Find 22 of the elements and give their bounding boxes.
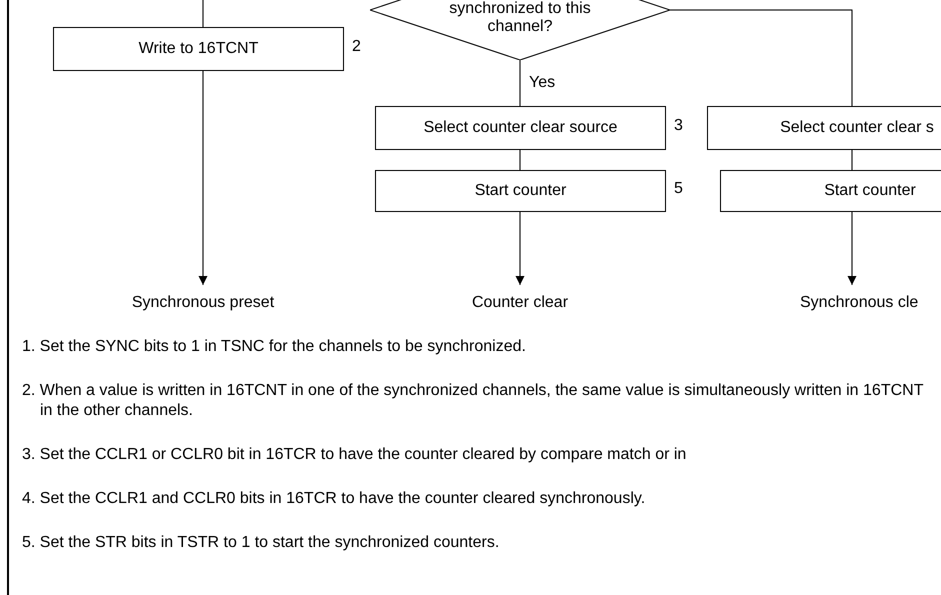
step-number: 2 [352, 39, 361, 55]
arrow [198, 70, 208, 286]
decision-diamond: synchronized to this channel? [370, 0, 670, 60]
arrow [516, 212, 524, 286]
note-text: 3. Set the CCLR1 or CCLR0 bit in 16TCR to have the counter cleared by compare match or in [22, 445, 688, 465]
step-number: 3 [674, 118, 683, 134]
process-box: Start counter [720, 170, 941, 212]
step-number: 5 [674, 181, 683, 197]
arrow [848, 212, 856, 286]
process-box: Write to 16TCNT [53, 27, 344, 71]
terminal-label: Synchronous cle [800, 293, 941, 313]
connector-line [670, 10, 852, 106]
terminal-label: Synchronous preset [113, 293, 293, 313]
note-text: 1. Set the SYNC bits to 1 in TSNC for the channels to be synchronized. [22, 337, 527, 357]
note-text: 4. Set the CCLR1 and CCLR0 bits in 16TCR to have the counter cleared synchronously. [22, 489, 646, 509]
connector-line [202, 0, 204, 28]
process-box: Start counter [375, 170, 666, 212]
note-text: 5. Set the STR bits in TSTR to 1 to start the synchronized counters. [22, 533, 500, 553]
note-text: 2. When a value is written in 16TCNT in one of the synchronized channels, the same value is simultaneously written in 16TCNT in the other channels. [22, 381, 924, 421]
terminal-label: Counter clear [440, 293, 600, 313]
process-box: Select counter clear s [707, 106, 941, 150]
process-box: Select counter clear source [375, 106, 666, 150]
